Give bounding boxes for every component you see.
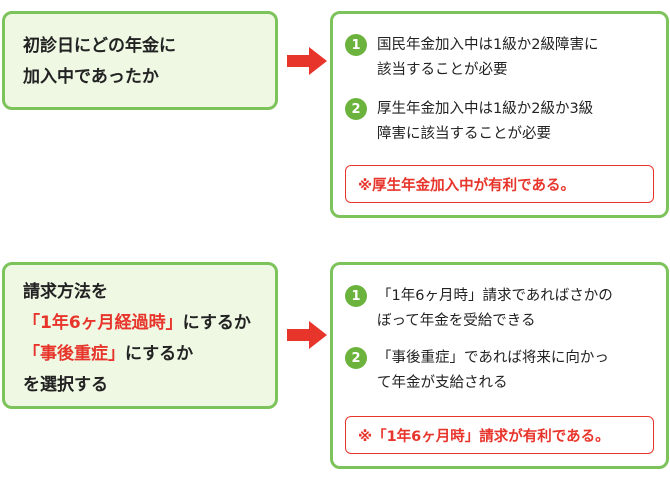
answer-line: 障害に該当することが必要	[377, 126, 551, 142]
answer-item-1: 1 国民年金加入中は1級か2級障害に 該当することが必要	[345, 33, 658, 83]
question-box-2: 請求方法を 「1年6ヶ月経過時」にするか 「事後重症」にするか を選択する	[2, 262, 278, 409]
question-line: 初診日にどの年金に	[23, 31, 176, 62]
answer-item-2: 2 厚生年金加入中は1級か2級か3級 障害に該当することが必要	[345, 97, 658, 147]
question-segment: を選択する	[23, 375, 108, 395]
question-segment: 加入中であったか	[23, 67, 159, 87]
answer-item-text: 国民年金加入中は1級か2級障害に 該当することが必要	[377, 33, 598, 83]
question-segment: 初診日にどの年金に	[23, 36, 176, 56]
note-box-1: ※厚生年金加入中が有利である。	[345, 165, 654, 203]
answer-item-text: 「事後重症」であれば将来に向かっ て年金が支給される	[377, 346, 609, 396]
question-line: 「事後重症」にするか	[23, 339, 251, 370]
right-arrow-icon	[287, 321, 327, 349]
right-arrow-icon	[287, 47, 327, 75]
question-line: 加入中であったか	[23, 62, 176, 93]
question-highlight: 「事後重症」	[23, 344, 125, 364]
answer-box-1: 1 国民年金加入中は1級か2級障害に 該当することが必要 2 厚生年金加入中は1…	[330, 11, 669, 218]
question-box-1: 初診日にどの年金に 加入中であったか	[2, 11, 278, 110]
answer-box-2: 1 「1年6ヶ月時」請求であればさかの ぼって年金を受給できる 2 「事後重症」…	[330, 262, 669, 469]
number-badge-icon: 2	[345, 347, 367, 369]
note-box-2: ※「1年6ヶ月時」請求が有利である。	[345, 416, 654, 454]
number-badge-icon: 1	[345, 34, 367, 56]
answer-line: 該当することが必要	[377, 62, 508, 78]
question-text-2: 請求方法を 「1年6ヶ月経過時」にするか 「事後重症」にするか を選択する	[23, 277, 251, 401]
question-line: 「1年6ヶ月経過時」にするか	[23, 308, 251, 339]
number-badge-icon: 2	[345, 98, 367, 120]
answer-line: 厚生年金加入中は1級か2級か3級	[377, 101, 594, 117]
answer-item-1: 1 「1年6ヶ月時」請求であればさかの ぼって年金を受給できる	[345, 284, 658, 334]
answer-line: 「事後重症」であれば将来に向かっ	[377, 350, 609, 366]
question-line: 請求方法を	[23, 277, 251, 308]
question-highlight: 「1年6ヶ月経過時」	[23, 313, 183, 333]
question-segment: にするか	[125, 344, 194, 364]
answer-item-2: 2 「事後重症」であれば将来に向かっ て年金が支給される	[345, 346, 658, 396]
answer-item-text: 厚生年金加入中は1級か2級か3級 障害に該当することが必要	[377, 97, 593, 147]
answer-item-text: 「1年6ヶ月時」請求であればさかの ぼって年金を受給できる	[377, 284, 613, 334]
question-segment: にするか	[182, 313, 251, 333]
number-badge-icon: 1	[345, 285, 367, 307]
question-text-1: 初診日にどの年金に 加入中であったか	[23, 31, 176, 93]
question-line: を選択する	[23, 370, 251, 401]
answer-line: ぼって年金を受給できる	[377, 313, 536, 329]
answer-line: 国民年金加入中は1級か2級障害に	[377, 37, 599, 53]
question-segment: 請求方法を	[23, 282, 108, 302]
answer-line: 「1年6ヶ月時」請求であればさかの	[377, 288, 613, 304]
answer-line: て年金が支給される	[377, 375, 508, 391]
